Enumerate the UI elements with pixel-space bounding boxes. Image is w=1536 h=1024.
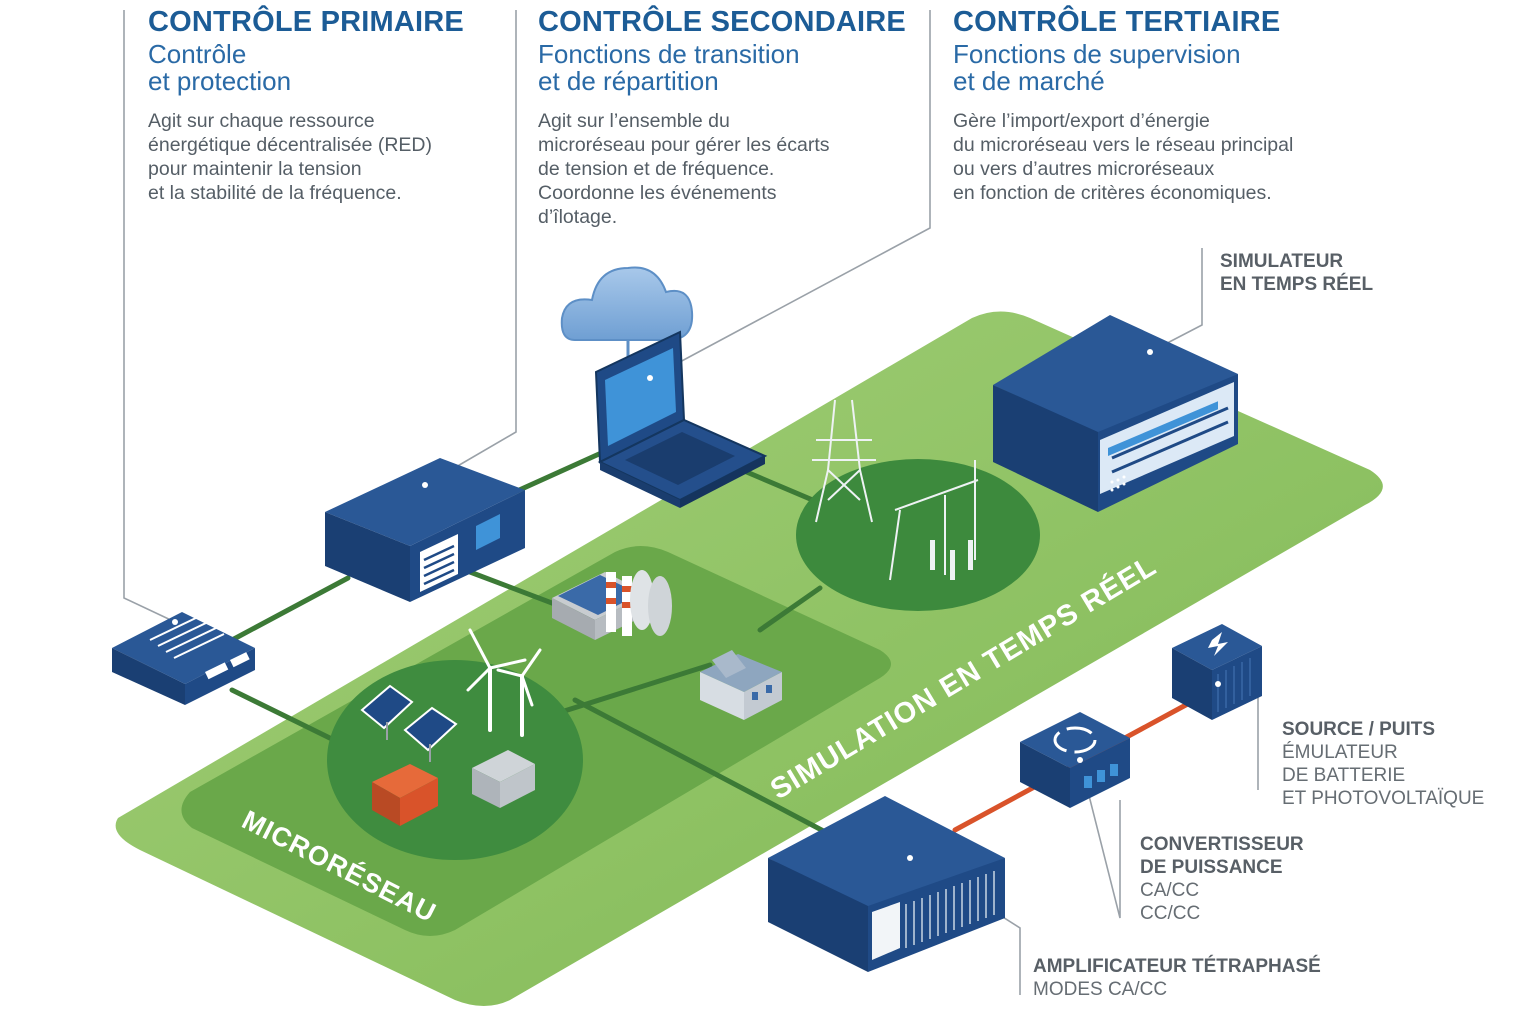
substation-circle <box>796 459 1040 611</box>
source-sink-label: SOURCE / PUITS ÉMULATEUR DE BATTERIE ET … <box>1282 719 1485 809</box>
transmission-tower-icon <box>812 399 979 581</box>
tertiary-control-column: CONTRÔLE TERTIAIRE Fonctions de supervis… <box>953 6 1293 205</box>
cycle-arrows-icon <box>1053 726 1097 754</box>
primary-control-description: Agit sur chaque ressource énergétique dé… <box>148 110 432 204</box>
wind-turbine-icon <box>466 628 542 737</box>
battery-icon <box>472 750 535 808</box>
factory-icon <box>552 570 672 640</box>
laptop-icon <box>594 330 768 508</box>
amplifier-icon <box>768 796 1005 972</box>
generation-circle <box>327 660 583 860</box>
simulator-label: SIMULATEUR EN TEMPS RÉEL <box>1220 251 1374 295</box>
tertiary-control-subtitle: Fonctions de supervision et de marché <box>953 39 1241 96</box>
pointer-dots <box>172 349 1221 861</box>
secondary-control-column: CONTRÔLE SECONDAIRE Fonctions de transit… <box>538 6 906 229</box>
real-time-simulator-icon <box>993 315 1238 512</box>
primary-control-subtitle: Contrôle et protection <box>148 39 292 96</box>
generator-icon <box>372 764 438 826</box>
secondary-control-title: CONTRÔLE SECONDAIRE <box>538 6 906 38</box>
primary-controller-icon <box>112 612 255 705</box>
insulator-icon <box>930 540 973 580</box>
house-icon <box>700 650 782 720</box>
primary-control-title: CONTRÔLE PRIMAIRE <box>148 6 464 38</box>
lightning-icon <box>1208 632 1228 656</box>
power-converter-icon <box>1020 712 1130 808</box>
tertiary-control-title: CONTRÔLE TERTIAIRE <box>953 6 1281 38</box>
solar-panel-icon <box>360 684 458 762</box>
source-sink-emulator-icon <box>1172 624 1262 720</box>
leader-lines <box>123 10 1259 995</box>
primary-control-column: CONTRÔLE PRIMAIRE Contrôle et protection… <box>148 6 464 205</box>
amplifier-label: AMPLIFICATEUR TÉTRAPHASÉ MODES CA/CC <box>1033 956 1321 1000</box>
secondary-control-subtitle: Fonctions de transition et de répartitio… <box>538 39 800 96</box>
secondary-control-description: Agit sur l’ensemble du microréseau pour … <box>538 110 830 228</box>
tertiary-control-description: Gère l’import/export d’énergie du micror… <box>953 110 1294 204</box>
converter-label: CONVERTISSEUR DE PUISSANCE CA/CC CC/CC <box>1140 834 1304 924</box>
microgrid-controller-icon <box>325 458 525 602</box>
